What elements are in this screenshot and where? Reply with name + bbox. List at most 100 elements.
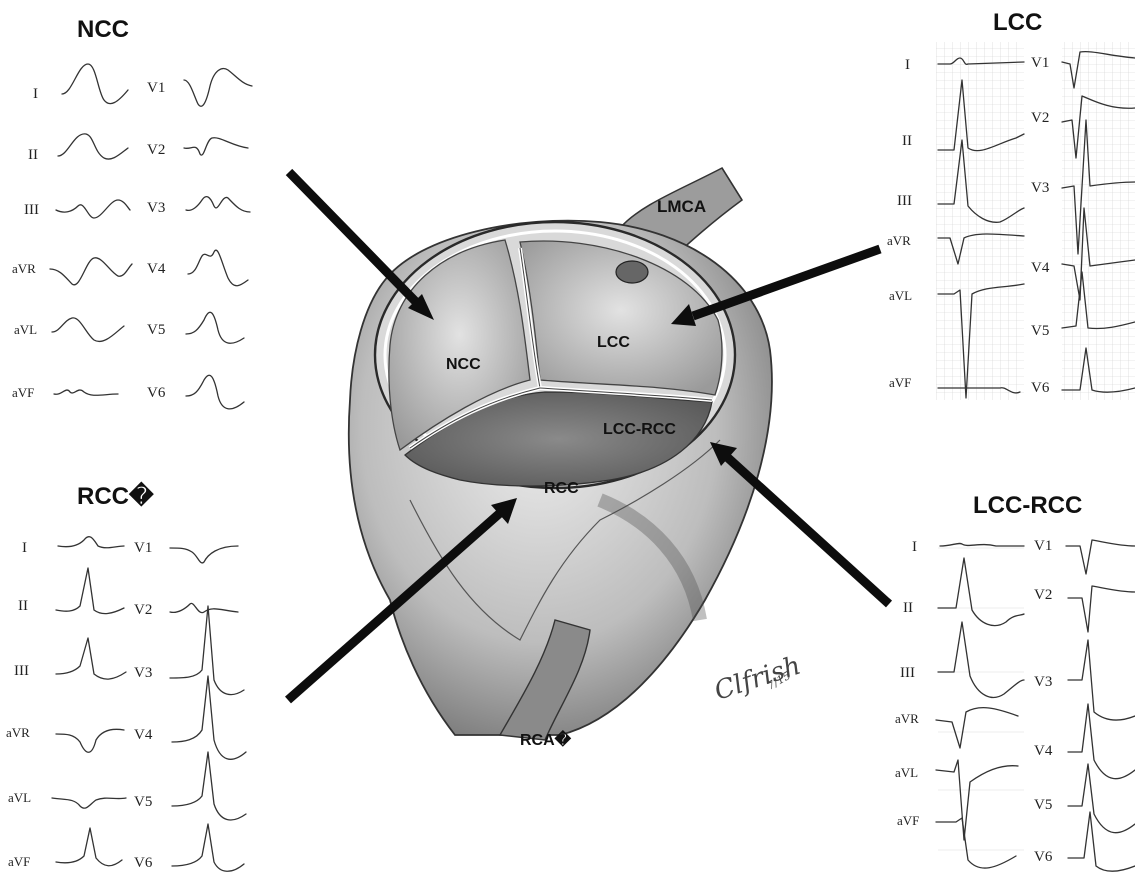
ncc-lead-label: V4 bbox=[147, 261, 166, 277]
lcc-rcc-lead-label: III bbox=[900, 665, 915, 681]
lcc-lead-label: V3 bbox=[1031, 180, 1049, 196]
rcc-lead-label: V2 bbox=[134, 602, 152, 618]
lcc-lead-label: V6 bbox=[1031, 380, 1050, 396]
lcc-rcc-lead-label: V4 bbox=[1034, 743, 1053, 759]
lcc-rcc-lead-label: aVL bbox=[895, 765, 918, 780]
lcc-ecg-panel: LCC I II III aVR aVL aVF V1 V2 V3 V4 V5 … bbox=[887, 9, 1135, 400]
lcc-panel-title: LCC bbox=[993, 9, 1042, 36]
lcc-rcc-lead-label: V3 bbox=[1034, 674, 1052, 690]
lcc-rcc-lead-label: V6 bbox=[1034, 849, 1053, 865]
rcc-lead-label: aVR bbox=[6, 725, 30, 740]
ncc-lead-label: I bbox=[33, 86, 38, 102]
ecg-trace bbox=[172, 824, 244, 871]
ecg-trace bbox=[50, 258, 132, 285]
ecg-trace bbox=[184, 69, 252, 107]
ncc-panel-title: NCC bbox=[77, 16, 129, 43]
arrow-ncc bbox=[289, 172, 434, 320]
ecg-trace bbox=[940, 543, 1024, 546]
ecg-trace bbox=[56, 729, 124, 752]
ncc-lead-label: V2 bbox=[147, 142, 165, 158]
ncc-lead-label: V3 bbox=[147, 200, 165, 216]
ncc-lead-label: V5 bbox=[147, 322, 165, 338]
rcc-lead-label: V6 bbox=[134, 855, 153, 871]
ecg-trace bbox=[188, 250, 248, 286]
ecg-trace bbox=[936, 818, 1016, 868]
ncc-lead-label: aVF bbox=[12, 385, 34, 400]
lcc-rcc-lead-label: V1 bbox=[1034, 538, 1052, 554]
ncc-lead-label: aVL bbox=[14, 322, 37, 337]
ncc-lead-label: III bbox=[24, 202, 39, 218]
lcc-lead-label: aVL bbox=[889, 288, 912, 303]
label-lcc: LCC bbox=[597, 334, 630, 351]
lcc-lead-label: III bbox=[897, 193, 912, 209]
aortic-root-illustration: LMCA NCC LCC LCC-RCC RCC RCA� Clfrish 7/… bbox=[349, 168, 805, 749]
rcc-panel-title: RCC� bbox=[77, 481, 154, 510]
lcc-lead-label: aVF bbox=[889, 375, 911, 390]
lcc-lead-label: V5 bbox=[1031, 323, 1049, 339]
lcc-rcc-lead-label: aVF bbox=[897, 813, 919, 828]
rcc-lead-label: aVL bbox=[8, 790, 31, 805]
ecg-trace bbox=[936, 760, 1018, 840]
rcc-lead-label: V5 bbox=[134, 794, 152, 810]
ecg-trace bbox=[1068, 704, 1135, 779]
label-rcc: RCC bbox=[544, 480, 579, 497]
ecg-trace bbox=[52, 318, 124, 342]
lcc-rcc-lead-label: I bbox=[912, 539, 917, 555]
ecg-trace bbox=[1068, 812, 1135, 871]
lcc-lead-label: II bbox=[902, 133, 912, 149]
lcc-lead-label: V1 bbox=[1031, 55, 1049, 71]
rcc-lead-label: II bbox=[18, 598, 28, 614]
ncc-lead-label: V1 bbox=[147, 80, 165, 96]
rcc-lead-label: III bbox=[14, 663, 29, 679]
lcc-rcc-lead-label: V5 bbox=[1034, 797, 1052, 813]
lcc-lead-label: I bbox=[905, 57, 910, 73]
rcc-lead-label: V1 bbox=[134, 540, 152, 556]
ecg-trace bbox=[186, 375, 244, 409]
rcc-lead-label: V4 bbox=[134, 727, 153, 743]
ecg-trace bbox=[62, 64, 128, 104]
ecg-trace bbox=[184, 138, 248, 155]
ecg-trace bbox=[58, 134, 128, 159]
lcc-rcc-panel-title: LCC-RCC bbox=[973, 492, 1082, 519]
label-ncc: NCC bbox=[446, 356, 481, 373]
lcc-ecg-grid-right bbox=[1062, 42, 1135, 400]
lcc-lead-label: V4 bbox=[1031, 260, 1050, 276]
ncc-lead-label: V6 bbox=[147, 385, 166, 401]
rcc-ecg-panel: RCC� I II III aVR aVL aVF V1 V2 V3 V4 V5… bbox=[6, 481, 246, 871]
artist-signature: Clfrish 7/15 bbox=[711, 651, 805, 707]
rcc-lead-label: I bbox=[22, 540, 27, 556]
lcc-lead-label: aVR bbox=[887, 233, 911, 248]
lcc-rcc-lead-label: II bbox=[903, 600, 913, 616]
ecg-trace bbox=[56, 828, 122, 866]
ecg-trace bbox=[1068, 764, 1135, 833]
ecg-trace bbox=[58, 537, 124, 548]
ecg-trace bbox=[1066, 540, 1135, 574]
ecg-trace bbox=[1068, 640, 1135, 720]
ecg-trace bbox=[938, 558, 1024, 626]
ecg-trace bbox=[56, 200, 130, 218]
ecg-trace bbox=[936, 708, 1018, 748]
ecg-trace bbox=[170, 603, 238, 612]
ecg-trace bbox=[186, 197, 250, 212]
label-rca: RCA� bbox=[520, 729, 572, 749]
lcc-rcc-lead-label: V2 bbox=[1034, 587, 1052, 603]
lmca-ostium bbox=[616, 261, 648, 283]
ecg-trace bbox=[1068, 586, 1135, 632]
ecg-trace bbox=[54, 390, 118, 395]
ecg-trace bbox=[170, 546, 238, 563]
label-lcc-rcc: LCC-RCC bbox=[603, 421, 676, 438]
ncc-lead-label: II bbox=[28, 147, 38, 163]
ecg-trace bbox=[186, 312, 244, 343]
ecg-trace bbox=[172, 752, 246, 820]
ncc-ecg-panel: NCC I II III aVR aVL aVF V1 V2 V3 V4 V5 … bbox=[12, 16, 252, 409]
ecg-trace bbox=[172, 676, 246, 759]
ncc-lead-label: aVR bbox=[12, 261, 36, 276]
lcc-lead-label: V2 bbox=[1031, 110, 1049, 126]
lcc-rcc-lead-label: aVR bbox=[895, 711, 919, 726]
rcc-lead-label: V3 bbox=[134, 665, 152, 681]
label-lmca: LMCA bbox=[657, 197, 706, 216]
ecg-trace bbox=[56, 638, 126, 679]
lcc-ecg-grid-left bbox=[936, 42, 1024, 400]
